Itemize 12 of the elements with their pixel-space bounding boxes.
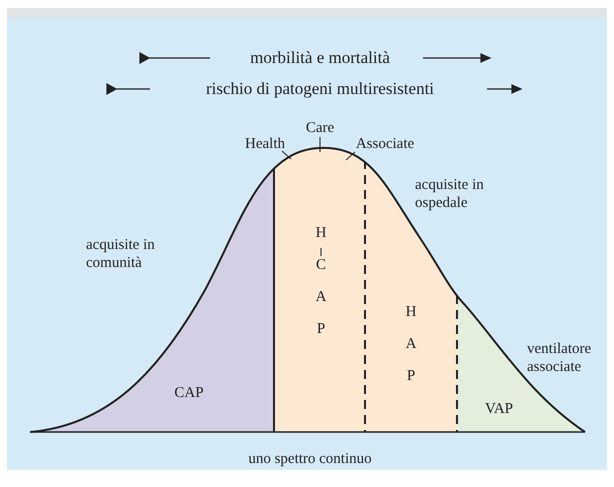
curve-label: Associate (356, 135, 414, 153)
axis-label: rischio di patogeni multiresistenti (206, 80, 434, 98)
region-label: VAP (484, 400, 514, 418)
curve-label: Health (245, 135, 285, 153)
region-label: acquisite in ospedale (415, 176, 485, 212)
curve-label: Care (306, 119, 334, 137)
region-label: HCAP (314, 224, 328, 339)
region-label: acquisite in comunità (86, 236, 156, 272)
region-label: HAP (404, 303, 418, 386)
caption-text: uno spettro continuo (248, 450, 372, 468)
region-label: ventilatore associate (527, 340, 592, 376)
region-label: CAP (174, 384, 204, 402)
